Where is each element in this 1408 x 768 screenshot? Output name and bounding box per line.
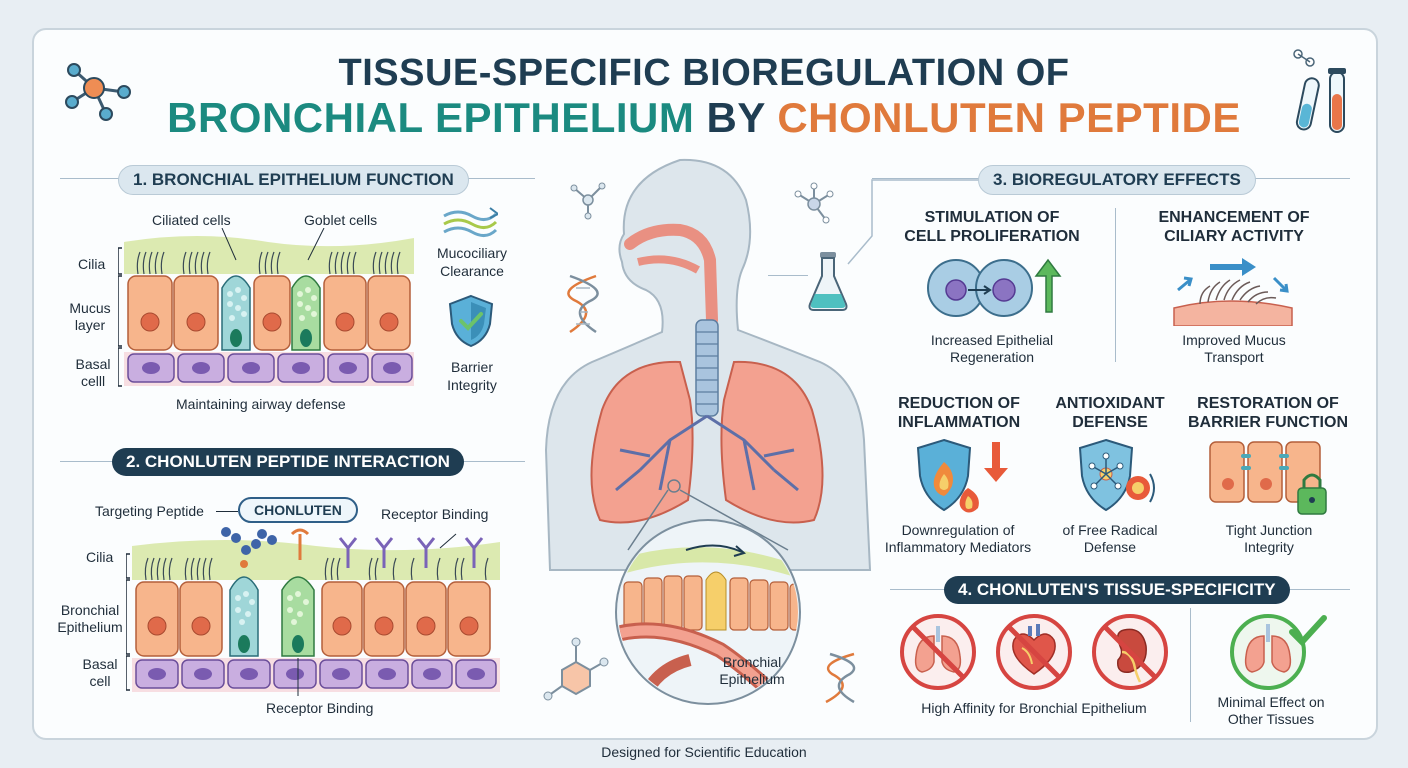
footer-credit: Designed for Scientific Education bbox=[601, 744, 807, 760]
label-receptor-binding-bottom: Receptor Binding bbox=[266, 700, 374, 716]
effect-antioxidant-title: ANTIOXIDANT DEFENSE bbox=[1055, 395, 1165, 431]
targeting-connector bbox=[216, 511, 238, 512]
connector-line bbox=[847, 179, 986, 265]
epithelium-diagram-1 bbox=[118, 228, 414, 387]
tight-junction-lock-icon bbox=[1209, 441, 1327, 515]
label-basal-cell: Basal celll bbox=[75, 356, 111, 389]
function-mucociliary: Mucociliary Clearance bbox=[436, 245, 507, 279]
title-line-2: BRONCHIAL EPITHELIUM BY CHONLUTEN PEPTID… bbox=[0, 94, 1408, 142]
flask-icon bbox=[808, 252, 848, 311]
effect-proliferation-caption: Increased Epithelial Regeneration bbox=[930, 332, 1054, 365]
label-cilia: Cilia bbox=[78, 256, 106, 272]
body-lungs-illustration bbox=[544, 158, 872, 705]
lungs-check-icon bbox=[1230, 614, 1327, 690]
title-bronchial: BRONCHIAL EPITHELIUM bbox=[167, 94, 695, 141]
label-ciliated-cells: Ciliated cells bbox=[152, 212, 231, 228]
effect-inflammation-caption: Downregulation of Inflammatory Mediators bbox=[884, 522, 1032, 555]
label-receptor-binding-top: Receptor Binding bbox=[381, 506, 489, 522]
section2-heading: 2. CHONLUTEN PEPTIDE INTERACTION bbox=[112, 448, 464, 476]
effect-antioxidant-caption: of Free Radical Defense bbox=[1062, 522, 1158, 555]
dna-icon bbox=[567, 274, 599, 334]
caption-airway-defense: Maintaining airway defense bbox=[176, 396, 346, 412]
effect-barrier-caption: Tight Junction Integrity bbox=[1225, 522, 1313, 555]
effect-ciliary-title: ENHANCEMENT OF CILIARY ACTIVITY bbox=[1158, 209, 1310, 245]
effect-inflammation-title: REDUCTION OF INFLAMMATION bbox=[897, 395, 1021, 431]
inset-label-bronchial: Bronchial Epithelium bbox=[719, 654, 785, 687]
molecule-small-icon bbox=[570, 182, 606, 220]
epithelium-diagram-2 bbox=[126, 527, 500, 696]
effect-proliferation-title: STIMULATION OF CELL PROLIFERATION bbox=[904, 209, 1080, 245]
tissue-left-caption: High Affinity for Bronchial Epithelium bbox=[921, 700, 1147, 716]
label-goblet-cells: Goblet cells bbox=[304, 212, 378, 228]
effect-ciliary-caption: Improved Mucus Transport bbox=[1182, 332, 1286, 365]
hexagon-molecule-icon bbox=[543, 637, 609, 701]
wave-arrows-icon bbox=[443, 207, 498, 237]
molecule-icon bbox=[65, 63, 131, 121]
section4-divider bbox=[1190, 608, 1191, 722]
cell-division-icon bbox=[927, 258, 1062, 317]
title-by: BY bbox=[706, 94, 766, 141]
flask-connector bbox=[768, 275, 808, 276]
label-bronchial-epithelium: Bronchial Epithelium bbox=[57, 602, 123, 635]
label-basal-cell-2: Basal cell bbox=[82, 656, 118, 689]
title-line-1: TISSUE-SPECIFIC BIOREGULATION OF bbox=[338, 52, 1070, 94]
molecule-small-icon bbox=[794, 182, 834, 224]
heart-crossed-icon bbox=[996, 614, 1072, 690]
section1-heading: 1. BRONCHIAL EPITHELIUM FUNCTION bbox=[118, 165, 469, 195]
tissue-right-caption: Minimal Effect on Other Tissues bbox=[1217, 694, 1325, 727]
chonluten-tag: CHONLUTEN bbox=[238, 497, 358, 523]
section3-divider bbox=[1115, 208, 1116, 362]
title-chonluten: CHONLUTEN PEPTIDE bbox=[777, 94, 1241, 141]
section3-heading: 3. BIOREGULATORY EFFECTS bbox=[978, 165, 1256, 195]
cilia-icon bbox=[1173, 258, 1293, 326]
label-mucus-layer: Mucus layer bbox=[69, 300, 111, 333]
dna-icon bbox=[825, 652, 856, 704]
antioxidant-shield-icon bbox=[1078, 438, 1155, 512]
inflammation-shield-icon bbox=[916, 438, 1008, 513]
shield-check-icon bbox=[448, 294, 494, 348]
label-cilia-2: Cilia bbox=[86, 549, 114, 565]
section4-heading: 4. CHONLUTEN'S TISSUE-SPECIFICITY bbox=[944, 576, 1290, 604]
function-barrier: Barrier Integrity bbox=[447, 359, 497, 393]
effect-barrier-title: RESTORATION OF BARRIER FUNCTION bbox=[1188, 395, 1348, 431]
test-tubes-icon bbox=[1293, 49, 1346, 133]
label-targeting-peptide: Targeting Peptide bbox=[95, 503, 204, 519]
kidney-crossed-icon bbox=[1092, 614, 1168, 690]
lungs-crossed-icon bbox=[900, 614, 976, 690]
